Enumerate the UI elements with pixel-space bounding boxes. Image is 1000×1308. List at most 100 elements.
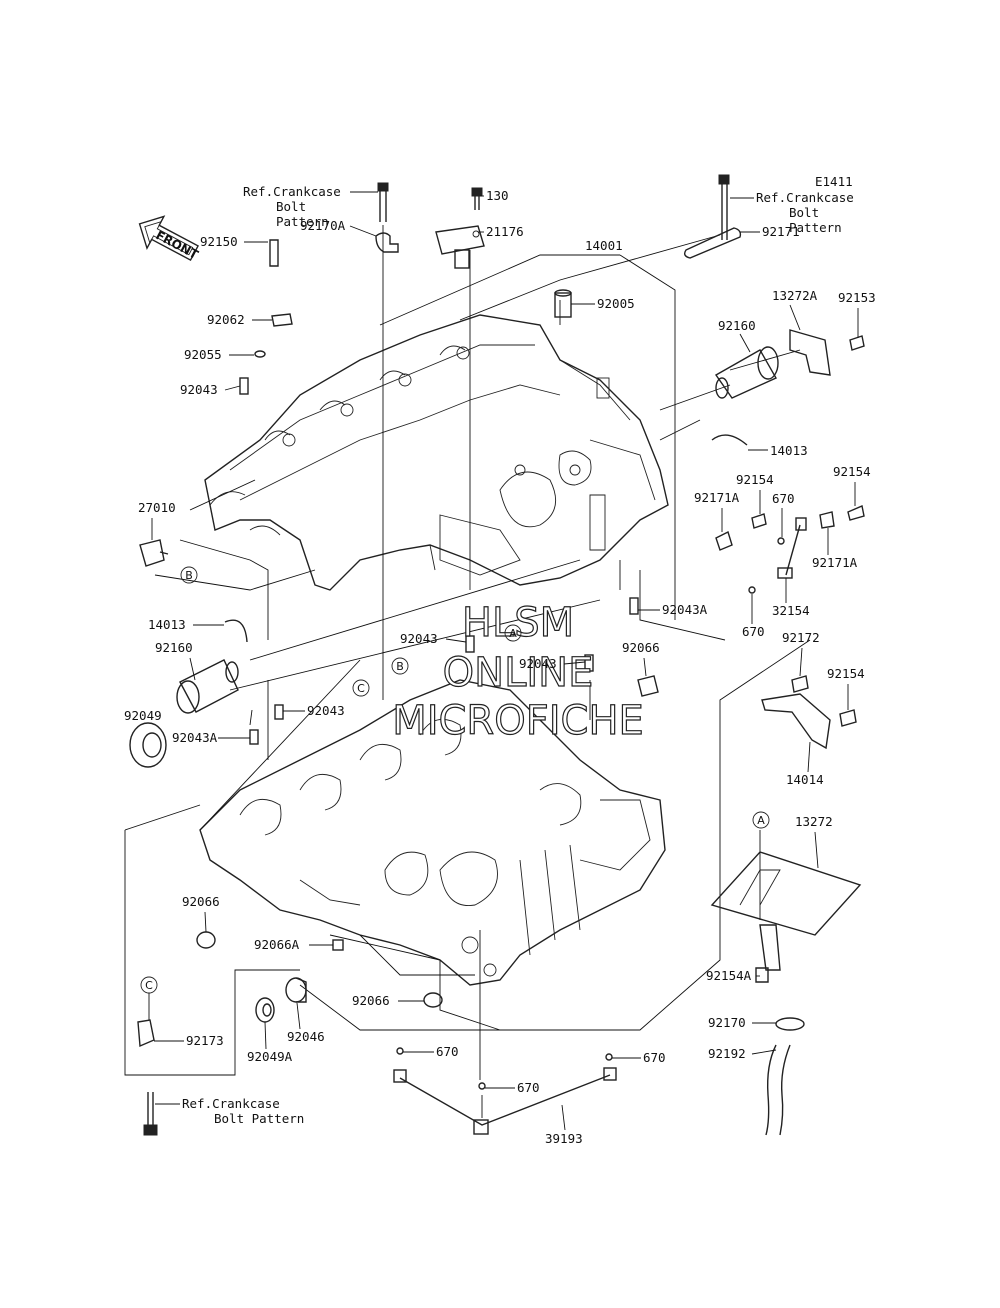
hose-92192 xyxy=(765,1044,791,1136)
svg-text:Bolt: Bolt xyxy=(789,205,819,220)
small-parts xyxy=(129,174,865,1136)
clip-14013-right xyxy=(711,434,748,446)
part-label-92160-left: 92160 xyxy=(155,640,193,655)
part-label-92043a-b: 92043A xyxy=(172,730,218,745)
svg-text:Pattern: Pattern xyxy=(276,214,329,229)
part-label-92170a: 92170A xyxy=(300,218,346,233)
plate-14014-shape xyxy=(761,693,831,750)
crankcase-bolt-top-left xyxy=(377,182,389,222)
circle-marker-c-2: C xyxy=(140,976,158,1020)
watermark-line-3: MICROFICHE xyxy=(392,698,644,744)
part-label-92049: 92049 xyxy=(124,708,162,723)
svg-text:Bolt Pattern: Bolt Pattern xyxy=(214,1111,304,1126)
part-label-670-e: 670 xyxy=(643,1050,666,1065)
svg-text:B: B xyxy=(185,569,193,582)
plug-92066a xyxy=(332,939,344,951)
bolt-92154-c xyxy=(839,709,857,727)
lower-crankcase-drawing xyxy=(199,679,666,986)
bolt-92153 xyxy=(849,335,865,351)
part-label-92066-b: 92066 xyxy=(182,894,220,909)
svg-text:Ref.Crankcase: Ref.Crankcase xyxy=(243,184,341,199)
part-label-92172: 92172 xyxy=(782,630,820,645)
plate-92171-shape xyxy=(683,227,742,259)
svg-text:A: A xyxy=(509,627,517,640)
part-label-14013-left: 14013 xyxy=(148,617,186,632)
part-label-92154-c: 92154 xyxy=(827,666,865,681)
svg-text:B: B xyxy=(396,660,404,673)
oring-670-e xyxy=(605,1053,613,1061)
part-label-39193: 39193 xyxy=(545,1131,583,1146)
watermark: HLSM ONLINE MICROFICHE xyxy=(392,599,645,744)
part-label-92043-b: 92043 xyxy=(400,631,438,646)
part-label-92173: 92173 xyxy=(186,1033,224,1048)
part-label-92066a: 92066A xyxy=(254,937,300,952)
part-label-92066-a: 92066 xyxy=(622,640,660,655)
svg-text:Pattern: Pattern xyxy=(789,220,842,235)
crankcase-bolt-bottom xyxy=(143,1092,158,1136)
part-label-14013-right: 14013 xyxy=(770,443,808,458)
oring-670-d xyxy=(478,1082,486,1090)
oring-670-b xyxy=(748,586,756,594)
part-label-670-c: 670 xyxy=(436,1044,459,1059)
circle-marker-b-2: B xyxy=(391,657,409,675)
bolt-92154a xyxy=(755,967,769,983)
svg-text:C: C xyxy=(145,979,153,992)
clamp-92170a-shape xyxy=(375,232,399,253)
clip-92171a-right xyxy=(819,511,835,529)
oring-670-a xyxy=(777,537,785,545)
part-label-92043-a: 92043 xyxy=(180,382,218,397)
seal-92049 xyxy=(129,722,167,768)
part-label-92043a-a: 92043A xyxy=(662,602,708,617)
part-label-92154a: 92154A xyxy=(706,968,752,983)
part-label-92005: 92005 xyxy=(597,296,635,311)
part-label-21176: 21176 xyxy=(486,224,524,239)
plug-92066-b xyxy=(196,931,216,949)
bearing-92160-right xyxy=(714,346,779,399)
plug-92066-a xyxy=(637,675,659,697)
part-label-13272: 13272 xyxy=(795,814,833,829)
bolt-92154-b xyxy=(847,505,865,521)
part-label-92171a-right: 92171A xyxy=(812,555,858,570)
part-labels: 130 21176 14001 92005 92171 13272A 92153… xyxy=(124,188,876,1146)
front-label: FRONT xyxy=(153,228,201,262)
diagram-code: E1411 xyxy=(815,174,853,189)
part-label-92066-c: 92066 xyxy=(352,993,390,1008)
bearing-92046 xyxy=(285,977,307,1003)
circle-marker-a-2: A xyxy=(752,811,770,829)
oring-92055 xyxy=(254,350,266,358)
part-label-670-d: 670 xyxy=(517,1080,540,1095)
part-label-92055: 92055 xyxy=(184,347,222,362)
watermark-line-2: ONLINE xyxy=(443,650,594,696)
front-arrow: FRONT xyxy=(138,215,201,262)
part-label-92043-c: 92043 xyxy=(519,656,557,671)
clip-14013-left xyxy=(224,619,248,643)
plug-92066-c xyxy=(423,992,443,1008)
sensor-21176 xyxy=(435,225,485,269)
sleeve-92005 xyxy=(554,289,572,318)
part-label-92049a: 92049A xyxy=(247,1049,293,1064)
strainer-13272 xyxy=(710,851,862,971)
circle-marker-b-1: B xyxy=(180,566,198,584)
switch-27010 xyxy=(139,539,169,567)
part-label-92154-a: 92154 xyxy=(736,472,774,487)
dowel-92043-a xyxy=(239,377,249,395)
part-label-92043-d: 92043 xyxy=(307,703,345,718)
dowel-92043-d xyxy=(274,704,284,720)
pipe-32154 xyxy=(777,517,807,579)
dowel-92043a-a xyxy=(629,597,639,615)
part-label-92154-b: 92154 xyxy=(833,464,871,479)
circle-marker-c-1: C xyxy=(352,679,370,697)
svg-text:A: A xyxy=(757,814,765,827)
clamp-92173 xyxy=(137,1019,155,1048)
crankcase-bolt-top-right xyxy=(718,174,730,240)
seal-92049a xyxy=(255,997,275,1023)
part-label-92170: 92170 xyxy=(708,1015,746,1030)
svg-text:Ref.Crankcase: Ref.Crankcase xyxy=(182,1096,280,1111)
svg-text:Ref.Crankcase: Ref.Crankcase xyxy=(756,190,854,205)
part-label-27010: 27010 xyxy=(138,500,176,515)
bolt-130 xyxy=(471,187,483,210)
part-label-92160-right: 92160 xyxy=(718,318,756,333)
part-label-130: 130 xyxy=(486,188,509,203)
pipe-39193 xyxy=(393,1067,617,1135)
